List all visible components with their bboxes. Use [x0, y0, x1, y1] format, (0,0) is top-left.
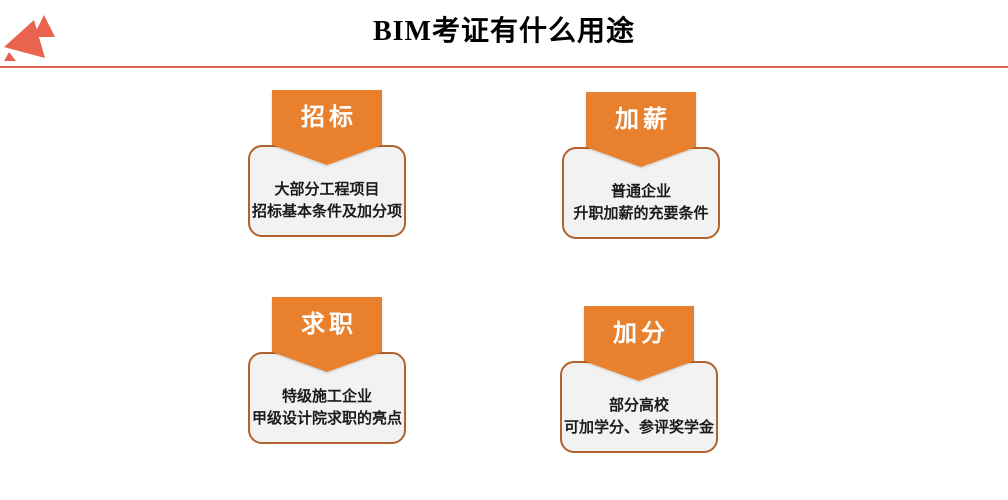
card-job-hunting-banner: 求职 [272, 297, 382, 372]
card-text-line: 甲级设计院求职的亮点 [251, 410, 402, 427]
slide-title: BIM考证有什么用途 [372, 16, 635, 47]
logo-triangles-icon [4, 15, 55, 61]
card-banner-label: 加分 [613, 320, 669, 347]
card-text-line: 可加学分、参评奖学金 [563, 419, 714, 436]
card-job-hunting: 特级施工企业 甲级设计院求职的亮点 求职 [248, 297, 406, 444]
banner-ribbon-shape: 加薪 [586, 92, 696, 167]
card-text-line: 升职加薪的充要条件 [573, 205, 709, 222]
card-salary-raise-body: 普通企业 升职加薪的充要条件 [562, 147, 720, 239]
card-text-line: 招标基本条件及加分项 [251, 203, 402, 220]
banner-ribbon-shape: 求职 [272, 297, 382, 372]
card-bonus-points-banner: 加分 [584, 306, 694, 381]
card-bidding-banner: 招标 [272, 90, 382, 165]
card-banner-label: 求职 [301, 311, 357, 338]
title-divider [0, 66, 1008, 68]
card-text-line: 大部分工程项目 [274, 181, 380, 198]
banner-ribbon-shape: 招标 [272, 90, 382, 165]
card-text-line: 部分高校 [608, 397, 669, 414]
card-bidding: 大部分工程项目 招标基本条件及加分项 招标 [248, 90, 406, 237]
banner-ribbon-shape: 加分 [584, 306, 694, 381]
card-salary-raise-banner: 加薪 [586, 92, 696, 167]
card-text-line: 普通企业 [610, 183, 671, 200]
card-salary-raise: 普通企业 升职加薪的充要条件 加薪 [562, 92, 720, 239]
card-banner-label: 招标 [301, 104, 357, 131]
card-banner-label: 加薪 [615, 106, 671, 133]
card-bonus-points: 部分高校 可加学分、参评奖学金 加分 [560, 306, 718, 453]
card-text-line: 特级施工企业 [281, 388, 372, 405]
